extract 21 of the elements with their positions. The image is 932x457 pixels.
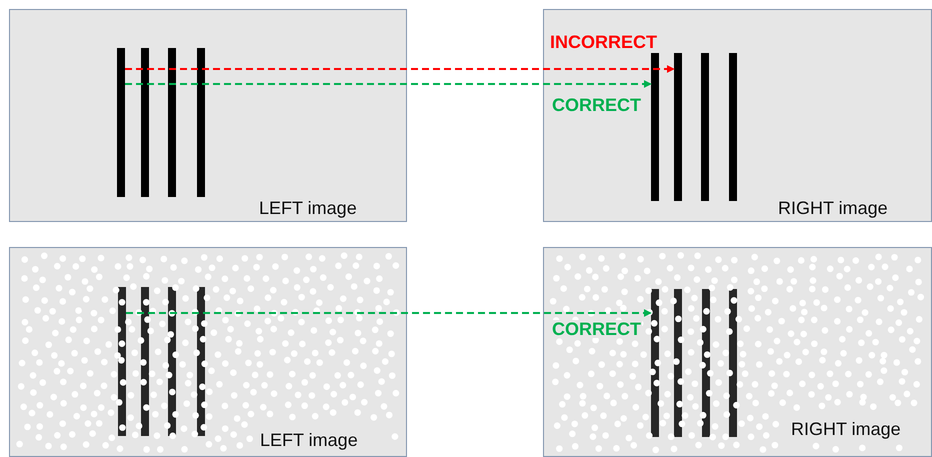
arrow [125, 80, 652, 88]
bar [729, 53, 737, 201]
bar [729, 289, 737, 437]
image-caption: LEFT image [259, 199, 357, 217]
bar [651, 53, 659, 201]
image-caption: RIGHT image [791, 420, 901, 438]
edge-label: INCORRECT [549, 33, 658, 51]
bar [141, 48, 149, 197]
bar [168, 48, 176, 197]
image-caption: RIGHT image [778, 199, 888, 217]
edge-label: CORRECT [551, 320, 642, 338]
bar [701, 53, 709, 201]
bar [674, 53, 682, 201]
bar [117, 48, 125, 197]
edge-label: CORRECT [551, 96, 642, 114]
bar [197, 48, 205, 197]
image-caption: LEFT image [260, 431, 358, 449]
arrow [126, 309, 652, 317]
image-panel [543, 9, 932, 222]
image-panel [9, 9, 407, 222]
arrow [125, 65, 675, 73]
